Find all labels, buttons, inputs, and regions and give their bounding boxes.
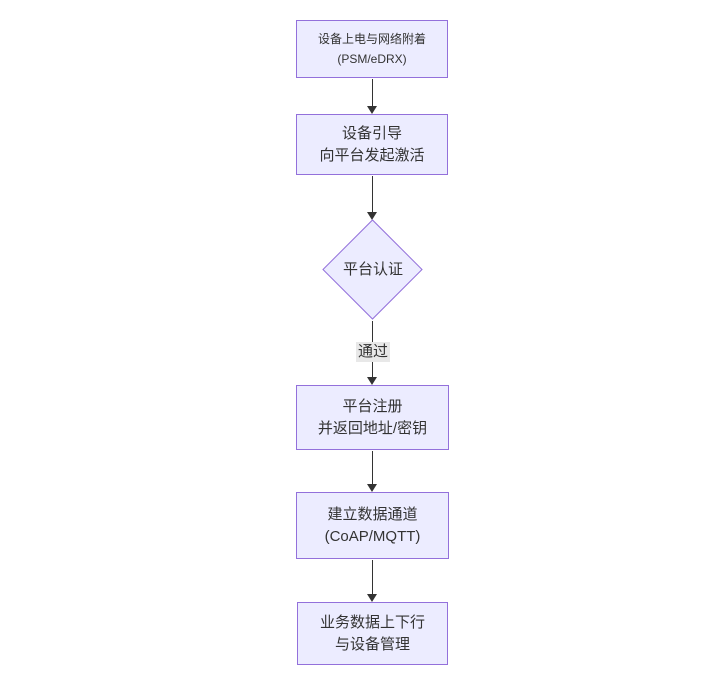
edge-boot-to-auth xyxy=(372,176,373,213)
node-label-line: (CoAP/MQTT) xyxy=(324,527,421,545)
node-label-line: 业务数据上下行 xyxy=(319,613,425,631)
arrow-down-icon xyxy=(367,377,377,385)
arrow-down-icon xyxy=(367,484,377,492)
node-label-line: 平台注册 xyxy=(342,397,403,415)
edge-register-to-channel xyxy=(372,451,373,485)
node-label-line: 向平台发起激活 xyxy=(319,146,425,164)
node-business-data-mgmt: 业务数据上下行 与设备管理 xyxy=(297,602,448,665)
edge-channel-to-business xyxy=(372,560,373,595)
node-data-channel: 建立数据通道 (CoAP/MQTT) xyxy=(296,492,449,559)
node-label-line: 并返回地址/密钥 xyxy=(317,419,428,437)
node-label-line: (PSM/eDRX) xyxy=(337,52,407,66)
node-device-power-attach: 设备上电与网络附着 (PSM/eDRX) xyxy=(296,20,448,78)
edge-label-pass: 通过 xyxy=(355,342,391,362)
node-label-line: 设备上电与网络附着 xyxy=(317,32,426,46)
node-label-line: 设备引导 xyxy=(341,124,402,142)
node-label-line: 平台认证 xyxy=(342,261,403,278)
arrow-down-icon xyxy=(367,212,377,220)
edge-power-to-boot xyxy=(372,79,373,107)
node-label-line: 建立数据通道 xyxy=(327,505,418,523)
arrow-down-icon xyxy=(367,594,377,602)
arrow-down-icon xyxy=(367,106,377,114)
node-label-line: 与设备管理 xyxy=(334,635,410,653)
node-device-bootstrap: 设备引导 向平台发起激活 xyxy=(296,114,448,175)
node-platform-register: 平台注册 并返回地址/密钥 xyxy=(296,385,449,450)
